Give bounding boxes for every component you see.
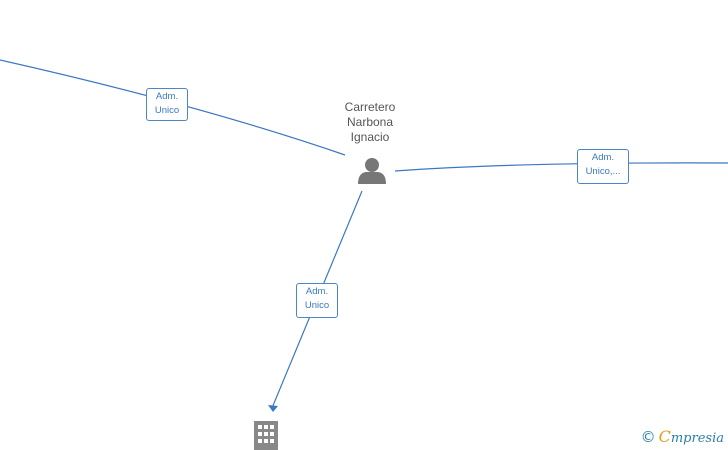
brand-logo: Cmpresia xyxy=(659,427,724,446)
edge-line-right xyxy=(394,162,728,172)
building-icon[interactable] xyxy=(254,421,278,450)
edge-label-right[interactable]: Adm. Unico,... xyxy=(577,149,629,184)
brand-rest: mpresia xyxy=(670,431,724,446)
edge-label-down[interactable]: Adm. Unico xyxy=(296,283,338,318)
person-name-line: Ignacio xyxy=(350,130,390,144)
edge-label-line: Unico xyxy=(304,300,330,311)
copyright-symbol: © xyxy=(640,428,656,446)
copyright-brand: ©Cmpresia xyxy=(641,427,724,446)
edge-label-left[interactable]: Adm. Unico xyxy=(146,88,188,121)
edge-label-line: Adm. xyxy=(591,152,615,163)
person-name-line: Narbona xyxy=(346,115,394,129)
person-name-line: Carretero xyxy=(344,100,396,114)
person-icon[interactable] xyxy=(358,158,386,184)
edge-label-line: Adm. xyxy=(305,286,329,297)
edge-label-line: Unico,... xyxy=(585,166,621,177)
brand-initial: C xyxy=(658,427,671,446)
edge-label-line: Adm. xyxy=(155,91,179,102)
edge-label-line: Unico xyxy=(154,105,180,116)
arrowhead xyxy=(268,405,278,412)
person-name[interactable]: Carretero Narbona Ignacio xyxy=(320,100,420,145)
